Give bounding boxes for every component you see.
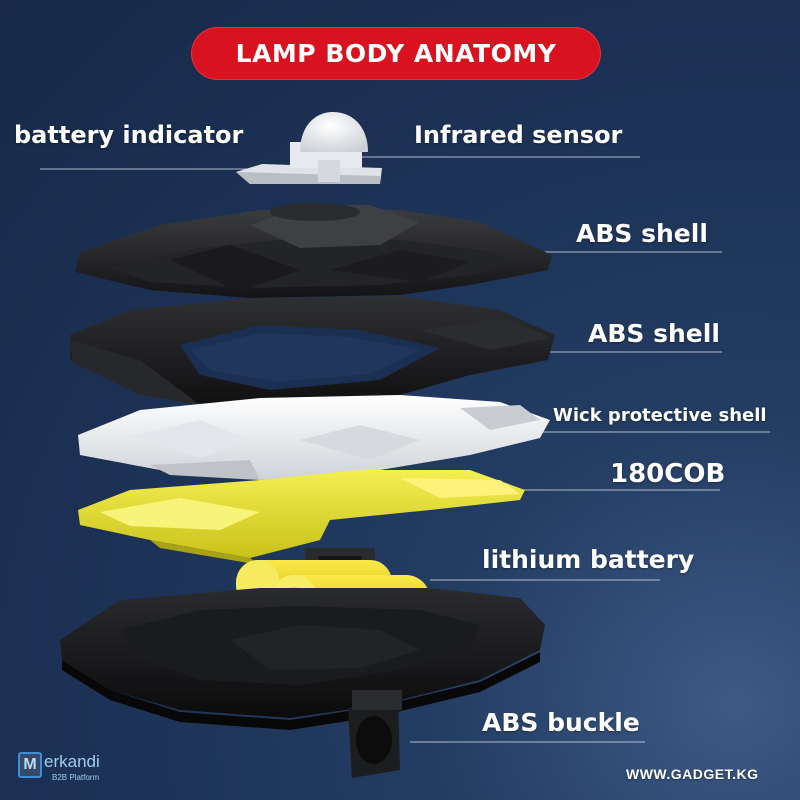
page-title: LAMP BODY ANATOMY (235, 39, 557, 68)
merkandi-logo-icon: M (18, 752, 42, 778)
site-url: WWW.GADGET.KG (626, 766, 759, 782)
label-180cob: 180COB (610, 459, 726, 489)
abs-base-part (60, 588, 545, 730)
merkandi-watermark: M erkandi B2B Platform (18, 752, 128, 786)
sensor-cap-part (236, 112, 382, 184)
label-battery-indicator: battery indicator (14, 121, 244, 149)
wick-protective-shell-part (78, 395, 550, 480)
abs-shell-top-part (75, 203, 552, 298)
label-wick-protective-shell: Wick protective shell (553, 405, 767, 426)
merkandi-brand-text: erkandi (44, 752, 100, 771)
abs-shell-second-part (70, 296, 555, 410)
label-abs-buckle: ABS buckle (482, 708, 640, 737)
abs-buckle-part (348, 690, 402, 778)
title-banner: LAMP BODY ANATOMY (191, 27, 601, 80)
label-abs-shell-second: ABS shell (588, 319, 720, 348)
cob-led-part (78, 470, 525, 565)
label-infrared-sensor: Infrared sensor (414, 121, 623, 149)
merkandi-tagline: B2B Platform (52, 773, 100, 782)
label-abs-shell-top: ABS shell (576, 219, 708, 248)
label-lithium-battery: lithium battery (482, 545, 695, 574)
